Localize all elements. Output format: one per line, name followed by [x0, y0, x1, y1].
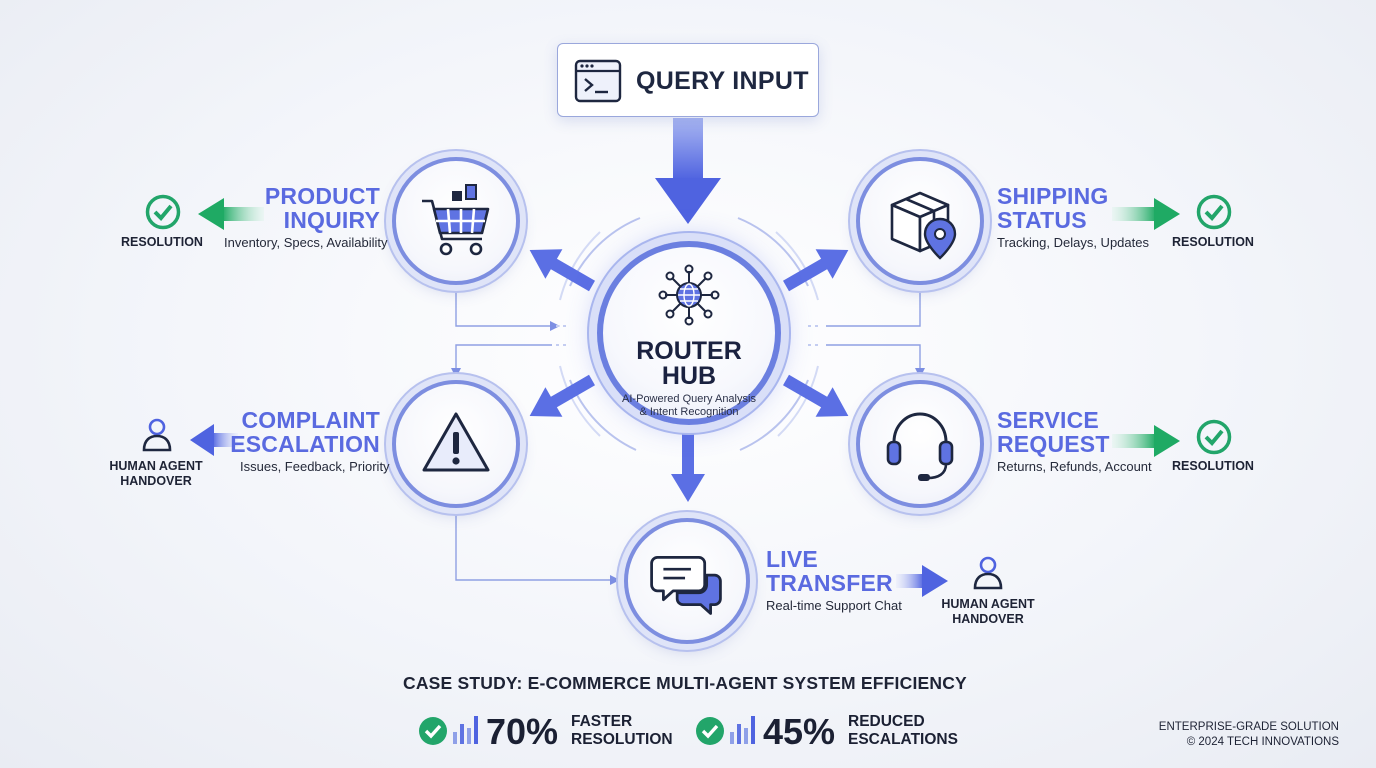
hub-title: ROUTER HUB: [636, 337, 742, 390]
live-transfer-subtitle: Real-time Support Chat: [766, 598, 902, 613]
stat-label-2: REDUCED ESCALATIONS: [848, 713, 958, 748]
person-icon: [973, 556, 1003, 590]
footer-credit: ENTERPRISE-GRADE SOLUTION © 2024 TECH IN…: [1158, 721, 1339, 748]
product-resolution-arrow: [198, 198, 264, 230]
case-study-title: CASE STUDY: E-COMMERCE MULTI-AGENT SYSTE…: [403, 673, 967, 693]
check-circle-filled-icon: [696, 717, 724, 745]
shipping-status-title: SHIPPING STATUS: [997, 183, 1109, 233]
dashed-ticks: [556, 325, 822, 346]
terminal-window-icon: [574, 59, 622, 103]
chat-bubbles-icon: [650, 556, 722, 615]
service-request-title: SERVICE REQUEST: [997, 407, 1110, 457]
shipping-status-subtitle: Tracking, Delays, Updates: [997, 235, 1149, 250]
outcome-arrows: [190, 198, 1180, 597]
stat-label-1: FASTER RESOLUTION: [571, 713, 673, 748]
package-location-icon: [890, 191, 957, 260]
service-request-subtitle: Returns, Refunds, Account: [997, 459, 1152, 474]
shipping-resolution-arrow: [1112, 198, 1180, 230]
person-icon: [142, 418, 172, 452]
bar-chart-icon: [453, 716, 478, 744]
live-handover-label: HUMAN AGENT HANDOVER: [941, 597, 1035, 626]
product-inquiry-subtitle: Inventory, Specs, Availability: [224, 235, 388, 250]
shopping-cart-icon: [422, 184, 490, 256]
complaint-escalation-title: COMPLAINT ESCALATION: [230, 407, 380, 457]
stat-value-1: 70%: [486, 711, 559, 752]
node-shipping-status: [856, 157, 984, 285]
stat-value-2: 45%: [763, 711, 836, 752]
node-live-transfer: [624, 518, 750, 644]
product-resolution-label: RESOLUTION: [121, 235, 203, 249]
node-service-request: [856, 380, 984, 508]
complaint-handover-arrow: [190, 424, 238, 456]
node-complaint-escalation: [392, 380, 520, 508]
product-inquiry-title: PRODUCT INQUIRY: [264, 183, 380, 233]
bar-chart-icon: [730, 716, 755, 744]
query-input-box: QUERY INPUT: [557, 43, 819, 117]
warning-triangle-icon: [422, 412, 490, 472]
router-hub: ROUTER HUB AI-Powered Query Analysis & I…: [597, 241, 781, 425]
check-circle-icon: [145, 194, 181, 230]
connector-arrowheads: [451, 278, 925, 585]
service-resolution-label: RESOLUTION: [1172, 459, 1254, 473]
check-circle-icon: [1196, 194, 1232, 230]
check-circle-filled-icon: [419, 717, 447, 745]
node-product-inquiry: [392, 157, 520, 285]
thin-connectors: [455, 282, 921, 581]
live-transfer-title: LIVE TRANSFER: [766, 546, 893, 596]
complaint-handover-label: HUMAN AGENT HANDOVER: [109, 459, 203, 488]
live-handover-arrow: [896, 565, 948, 597]
network-globe-icon: [658, 264, 720, 326]
query-input-label: QUERY INPUT: [636, 67, 809, 95]
shipping-resolution-label: RESOLUTION: [1172, 235, 1254, 249]
complaint-escalation-subtitle: Issues, Feedback, Priority: [240, 459, 390, 474]
hub-subtitle: AI-Powered Query Analysis & Intent Recog…: [622, 393, 756, 418]
service-resolution-arrow: [1112, 425, 1180, 457]
check-circle-icon: [1196, 419, 1232, 455]
input-arrow: [655, 118, 721, 224]
hub-spoke-arrows: [529, 249, 849, 502]
headset-icon: [886, 412, 954, 481]
